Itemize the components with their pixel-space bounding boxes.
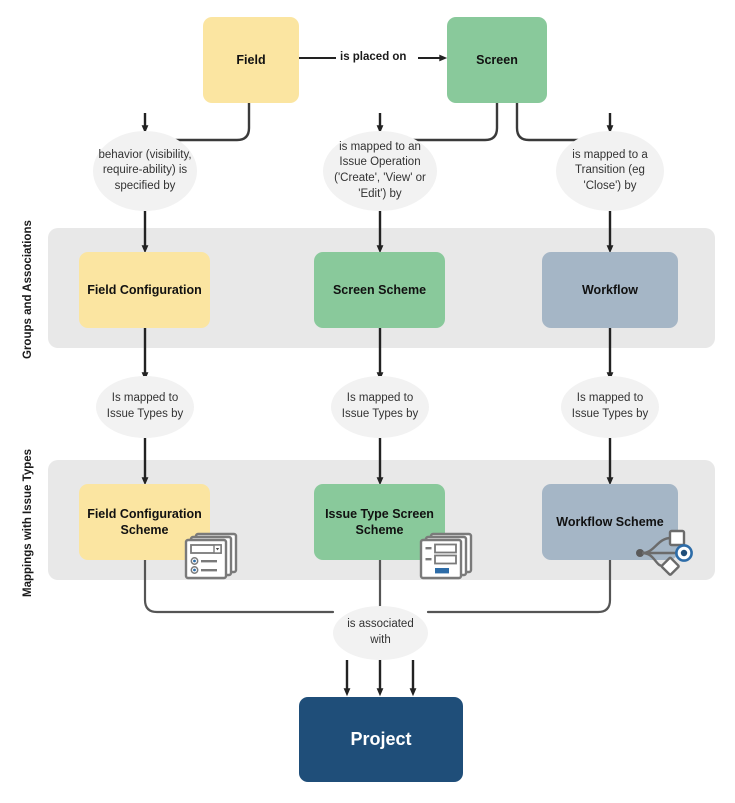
edge-label-is-placed-on: is placed on: [340, 51, 407, 63]
node-screen-scheme[interactable]: Screen Scheme: [314, 252, 445, 328]
node-screen-label: Screen: [476, 52, 518, 67]
node-screen[interactable]: Screen: [447, 17, 547, 103]
connector-associated-with: [333, 606, 428, 660]
connector-behavior: behavior (visibility, require-ability) i…: [93, 131, 197, 211]
connector-mapped-issue-types-3-label: Is mapped to Issue Types by: [571, 392, 649, 420]
node-workflow-scheme-label: Workflow Scheme: [556, 514, 664, 529]
connector-issue-operation: is mapped to an Issue Operation ('Create…: [323, 131, 437, 211]
node-field-configuration[interactable]: Field Configuration: [79, 252, 210, 328]
node-workflow[interactable]: Workflow: [542, 252, 678, 328]
connector-mapped-issue-types-2-label: Is mapped to Issue Types by: [341, 392, 419, 420]
node-field[interactable]: Field: [203, 17, 299, 103]
connector-issue-operation-label: is mapped to an Issue Operation ('Create…: [334, 140, 426, 200]
connector-mapped-issue-types-2: Is mapped to Issue Types by: [331, 376, 429, 438]
band-label-groups-and-associations: Groups and Associations: [22, 220, 34, 359]
node-issue-type-screen-scheme-label: Issue Type Screen Scheme: [325, 506, 434, 537]
connector-mapped-issue-types-3: Is mapped to Issue Types by: [561, 376, 659, 438]
node-workflow-label: Workflow: [581, 282, 639, 297]
form-documents-icon: [184, 531, 240, 581]
node-field-configuration-scheme[interactable]: Field Configuration Scheme: [79, 484, 210, 560]
connector-transition-label: is mapped to a Transition (eg 'Close') b…: [572, 148, 648, 192]
screen-documents-icon: [419, 531, 475, 581]
connector-associated-with-text: is associated with: [333, 606, 428, 660]
band-label-mappings-with-issue-types: Mappings with Issue Types: [22, 448, 34, 597]
node-field-label: Field: [236, 52, 266, 67]
workflow-branch-icon: [633, 529, 695, 581]
connector-mapped-issue-types-1-label: Is mapped to Issue Types by: [106, 392, 184, 420]
connector-associated-with-label: is associated with: [347, 618, 414, 646]
node-field-configuration-scheme-label: Field Configuration Scheme: [87, 506, 202, 537]
node-project[interactable]: Project: [299, 697, 463, 782]
connector-transition: is mapped to a Transition (eg 'Close') b…: [556, 131, 664, 211]
connector-mapped-issue-types-1: Is mapped to Issue Types by: [96, 376, 194, 438]
node-screen-scheme-label: Screen Scheme: [332, 282, 427, 297]
node-project-label: Project: [350, 728, 412, 749]
connector-behavior-label: behavior (visibility, require-ability) i…: [98, 148, 192, 192]
node-field-configuration-label: Field Configuration: [87, 282, 202, 297]
